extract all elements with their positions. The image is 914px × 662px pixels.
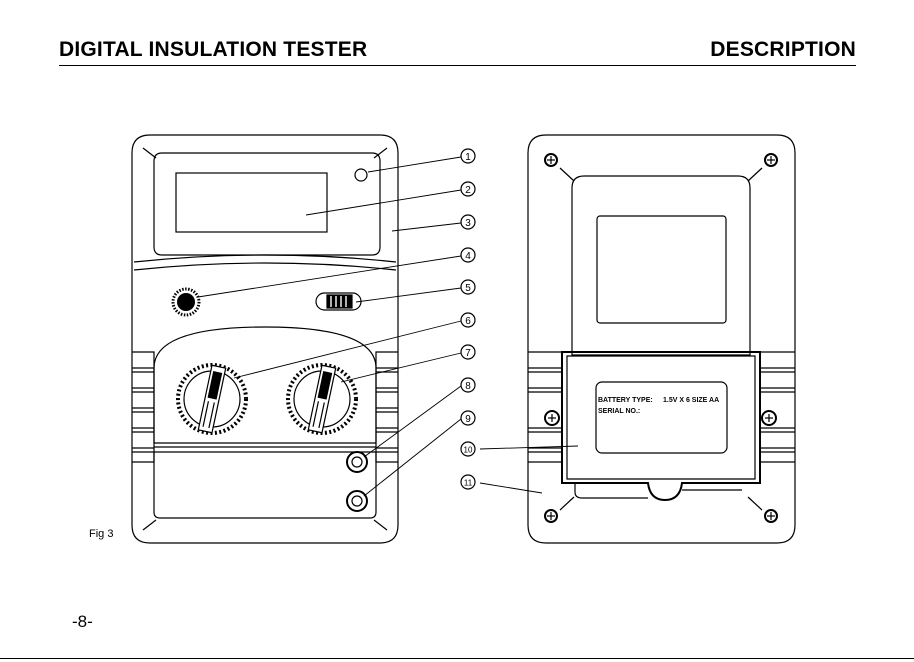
front-view [132, 135, 398, 543]
indicator-lamp [355, 169, 367, 181]
callout-7-label: 7 [465, 348, 471, 359]
back-right-grip [760, 352, 795, 462]
callout-5-label: 5 [465, 283, 471, 294]
cover-screw-left [545, 411, 559, 425]
stand-window [597, 216, 726, 323]
back-case-outline [528, 135, 795, 543]
screw-bottom-right [765, 510, 777, 522]
terminal-panel [154, 452, 376, 518]
footer-divider [0, 658, 914, 659]
lcd-display [176, 173, 327, 232]
back-left-grip [528, 352, 562, 462]
input-terminal-2 [347, 491, 367, 511]
callout-10-label: 10 [464, 446, 473, 455]
display-bezel [154, 153, 380, 255]
callout-9-label: 9 [465, 414, 471, 425]
slide-switch [316, 293, 361, 310]
input-terminal-1 [347, 452, 367, 472]
battery-label: BATTERY TYPE: 1.5V X 6 SIZE AA SERIAL NO… [598, 397, 719, 415]
callout-3-label: 3 [465, 218, 471, 229]
cover-screw-right [762, 411, 776, 425]
test-button [173, 289, 199, 315]
back-view [528, 135, 795, 543]
screw-bottom-left [545, 510, 557, 522]
callout-2-label: 2 [465, 185, 471, 196]
battery-type-value: 1.5V X 6 SIZE AA [663, 397, 719, 404]
callout-11-label: 11 [464, 479, 473, 488]
callout-8-label: 8 [465, 381, 471, 392]
battery-label-box [596, 382, 727, 453]
front-case-outline [132, 135, 398, 543]
battery-cover [562, 352, 760, 500]
screw-top-right [765, 154, 777, 166]
figure-caption: Fig 3 [89, 528, 113, 540]
callout-4-label: 4 [465, 251, 471, 262]
page-number: -8- [72, 612, 93, 632]
tilt-stand [572, 176, 750, 355]
screw-top-left [545, 154, 557, 166]
callout-6-label: 6 [465, 316, 471, 327]
callout-1-label: 1 [465, 152, 471, 163]
left-grip [132, 352, 154, 462]
function-dial [178, 365, 246, 433]
range-dial [288, 365, 356, 433]
battery-type-key: BATTERY TYPE: [598, 397, 653, 404]
serial-no-key: SERIAL NO.: [598, 408, 640, 415]
